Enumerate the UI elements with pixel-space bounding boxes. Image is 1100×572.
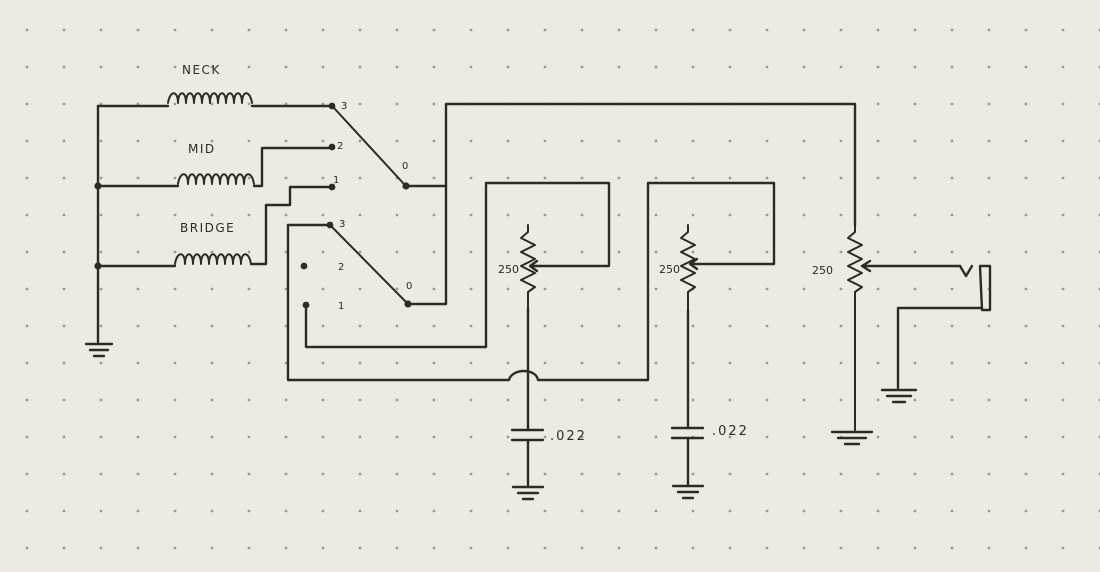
pickup-neck: NECK (167, 63, 253, 104)
switch-upper-pin2-label: 2 (337, 141, 343, 152)
volume-pot: 250 (812, 224, 962, 431)
tone-pot-2: 250 (659, 224, 702, 311)
switch-upper-terminal-2 (328, 143, 336, 151)
switch-lower-wiper (331, 226, 407, 303)
switch-lower-common-label: 0 (406, 281, 412, 292)
tone-cap-2: .022 (670, 308, 749, 487)
ground-symbol-tone2 (671, 484, 705, 500)
mid-hot-wire (252, 146, 332, 188)
neck-coil (167, 92, 253, 104)
pickup-ground-rail (94, 104, 180, 344)
tone-pot-1: 250 (498, 224, 542, 309)
pickup-neck-label: NECK (182, 63, 221, 77)
switch-upper-wiper (333, 107, 405, 185)
switch-lower-terminal-2 (300, 262, 308, 270)
switch-upper-output-wire (404, 102, 857, 227)
pickup-mid-label: MID (188, 142, 216, 156)
ground-symbol-pickups (84, 342, 114, 358)
pickup-mid: MID (177, 142, 255, 185)
tone-pot-2-resistor (680, 224, 696, 311)
tone-pot-1-value: 250 (498, 263, 519, 276)
volume-pot-resistor (847, 224, 863, 431)
switch-upper-pin1-label: 1 (333, 175, 339, 186)
tone-pot-1-resistor (520, 224, 536, 309)
selector-switch-upper: 3 2 1 0 (328, 101, 410, 191)
bridge-coil (174, 253, 252, 265)
switch-lower-pin1-label: 1 (338, 301, 344, 312)
switch-upper-pin3-label: 3 (341, 101, 347, 112)
mid-coil (177, 173, 255, 185)
volume-pot-value: 250 (812, 264, 833, 277)
switch-lower-pin3-label: 3 (339, 219, 345, 230)
pickup-bridge-label: BRIDGE (180, 221, 235, 235)
switch-upper-terminal-1 (328, 183, 336, 191)
tone-cap-2-value: .022 (712, 424, 749, 439)
ground-symbol-volume (830, 430, 874, 446)
bridge-hot-wire (249, 185, 332, 266)
tone-pot-2-value: 250 (659, 263, 680, 276)
ground-symbol-tone1 (511, 485, 545, 501)
switch-lower-pin2-label: 2 (338, 262, 344, 273)
tone-cap-1: .022 (510, 306, 587, 488)
tone-cap-1-value: .022 (550, 429, 587, 444)
ground-symbol-jack (880, 388, 918, 404)
switch-lower-output-wire (406, 184, 448, 306)
tone1-select-wire (304, 181, 611, 349)
switch-upper-common-label: 0 (402, 161, 408, 172)
output-jack (896, 264, 992, 390)
pickup-bridge: BRIDGE (174, 221, 252, 265)
